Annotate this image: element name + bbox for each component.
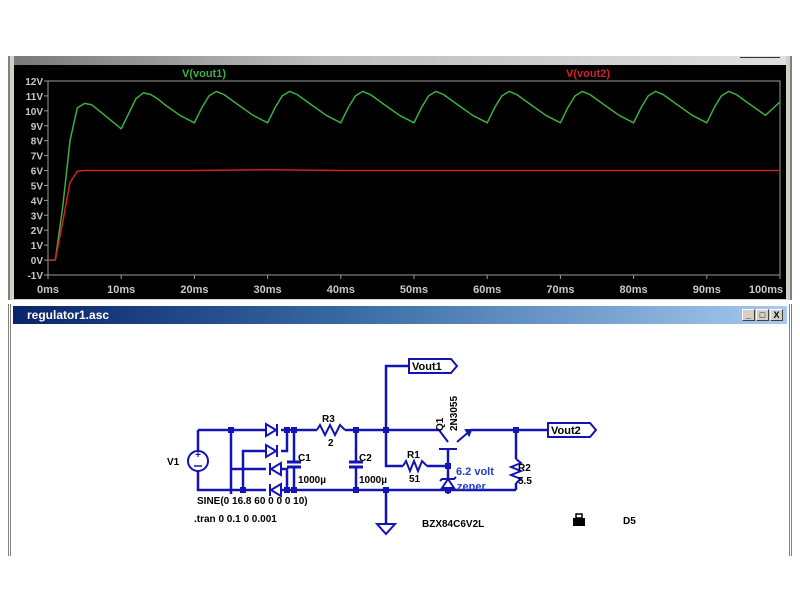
net-label-vout2[interactable]: Vout2: [547, 422, 598, 438]
schematic-titlebar[interactable]: regulator1.asc _ □ X: [13, 306, 787, 324]
x-tick-label: 10ms: [107, 284, 135, 296]
waveform-window: V(vout1) V(vout2) 12V 11V 10V 9V 8V 7V 6V 5V 4V 3…: [8, 56, 792, 300]
window-controls[interactable]: [740, 57, 780, 64]
minimize-button[interactable]: _: [742, 309, 755, 321]
zener-model: BZX84C6V2L: [422, 519, 484, 530]
c2-label: C2: [359, 453, 372, 464]
vout2-text: Vout2: [551, 425, 581, 437]
x-tick-label: 90ms: [693, 284, 721, 296]
y-tick-label: 7V: [31, 152, 44, 163]
zener-note-1: 6.2 volt: [456, 466, 494, 478]
y-tick-label: 4V: [31, 196, 44, 207]
v1-source[interactable]: +: [187, 450, 209, 472]
bridge-diodes[interactable]: [265, 422, 282, 498]
traces: [48, 90, 781, 261]
y-tick-label: 3V: [31, 211, 44, 222]
ground-symbol[interactable]: [374, 523, 398, 536]
x-tick-label: 50ms: [400, 284, 428, 296]
y-tick-label: -1V: [27, 271, 43, 282]
waveform-titlebar[interactable]: [14, 56, 786, 65]
maximize-button[interactable]: □: [756, 309, 769, 321]
x-axis: 0ms 10ms 20ms 30ms 40ms 50ms 60ms 70ms 80ms 90ms 1…: [37, 275, 783, 296]
c1-value: 1000µ: [298, 475, 326, 486]
trace-vvout2[interactable]: [48, 169, 780, 261]
plot-frame: [47, 80, 781, 276]
x-tick-label: 60ms: [473, 284, 501, 296]
plot-svg: V(vout1) V(vout2) 12V 11V 10V 9V 8V 7V 6V 5V 4V 3…: [25, 68, 783, 296]
y-tick-label: 6V: [31, 167, 44, 178]
vout1-text: Vout1: [412, 361, 442, 373]
r1-resistor[interactable]: [402, 458, 428, 474]
close-button[interactable]: X: [770, 309, 783, 321]
junction-dots: [228, 427, 519, 493]
q1-label: Q1: [435, 417, 446, 431]
x-tick-label: 80ms: [620, 284, 648, 296]
legend-vout1[interactable]: V(vout1): [182, 68, 226, 80]
tran-directive[interactable]: .tran 0 0.1 0 0.001: [194, 514, 277, 525]
r3-resistor[interactable]: [316, 422, 346, 438]
y-tick-label: 5V: [31, 181, 44, 192]
svg-text:+: +: [195, 450, 201, 461]
y-tick-label: 12V: [25, 77, 43, 88]
y-tick-label: 1V: [31, 241, 44, 252]
x-tick-label: 30ms: [254, 284, 282, 296]
c1-label: C1: [298, 453, 311, 464]
schematic-svg: +: [167, 358, 636, 536]
x-tick-label: 20ms: [180, 284, 208, 296]
y-tick-label: 11V: [26, 92, 44, 103]
r1-label: R1: [407, 450, 420, 461]
window-buttons: _ □ X: [742, 309, 783, 321]
r3-label: R3: [322, 414, 335, 425]
q1-model: 2N3055: [449, 396, 460, 431]
r2-label: R2: [518, 463, 531, 474]
schematic-window: regulator1.asc _ □ X: [8, 304, 792, 556]
y-tick-label: 8V: [31, 137, 44, 148]
r1-value: 51: [409, 474, 421, 485]
x-tick-label: 100ms: [749, 284, 783, 296]
y-tick-label: 2V: [31, 226, 44, 237]
schematic-title: regulator1.asc: [27, 308, 110, 322]
x-tick-label: 40ms: [327, 284, 355, 296]
r3-value: 2: [328, 438, 334, 449]
v1-label: V1: [167, 457, 180, 468]
x-tick-label: 0ms: [37, 284, 59, 296]
c2-value: 1000µ: [359, 475, 387, 486]
capacitors[interactable]: [287, 460, 363, 469]
v1-value: SINE(0 16.8 60 0 0 0 10): [197, 496, 308, 507]
trace-vvout1[interactable]: [48, 90, 781, 261]
q1-transistor[interactable]: [438, 429, 473, 450]
y-tick-label: 10V: [25, 107, 43, 118]
r2-value: 5.5: [518, 476, 532, 487]
d5-component-icon[interactable]: [573, 513, 585, 526]
x-tick-label: 70ms: [546, 284, 574, 296]
wires: [196, 364, 548, 524]
y-tick-label: 0V: [31, 256, 44, 267]
zener-note-2: zener: [457, 481, 486, 493]
waveform-plot[interactable]: V(vout1) V(vout2) 12V 11V 10V 9V 8V 7V 6V 5V 4V 3…: [14, 65, 786, 299]
y-axis: 12V 11V 10V 9V 8V 7V 6V 5V 4V 3V 2V 1V 0V -1V: [25, 77, 48, 282]
net-label-vout1[interactable]: Vout1: [408, 358, 459, 374]
r2-resistor[interactable]: [508, 458, 524, 484]
schematic-canvas[interactable]: +: [11, 324, 789, 556]
d5-label: D5: [623, 516, 636, 527]
zener-diode[interactable]: [439, 476, 457, 489]
y-tick-label: 9V: [31, 122, 44, 133]
legend-vout2[interactable]: V(vout2): [566, 68, 610, 80]
